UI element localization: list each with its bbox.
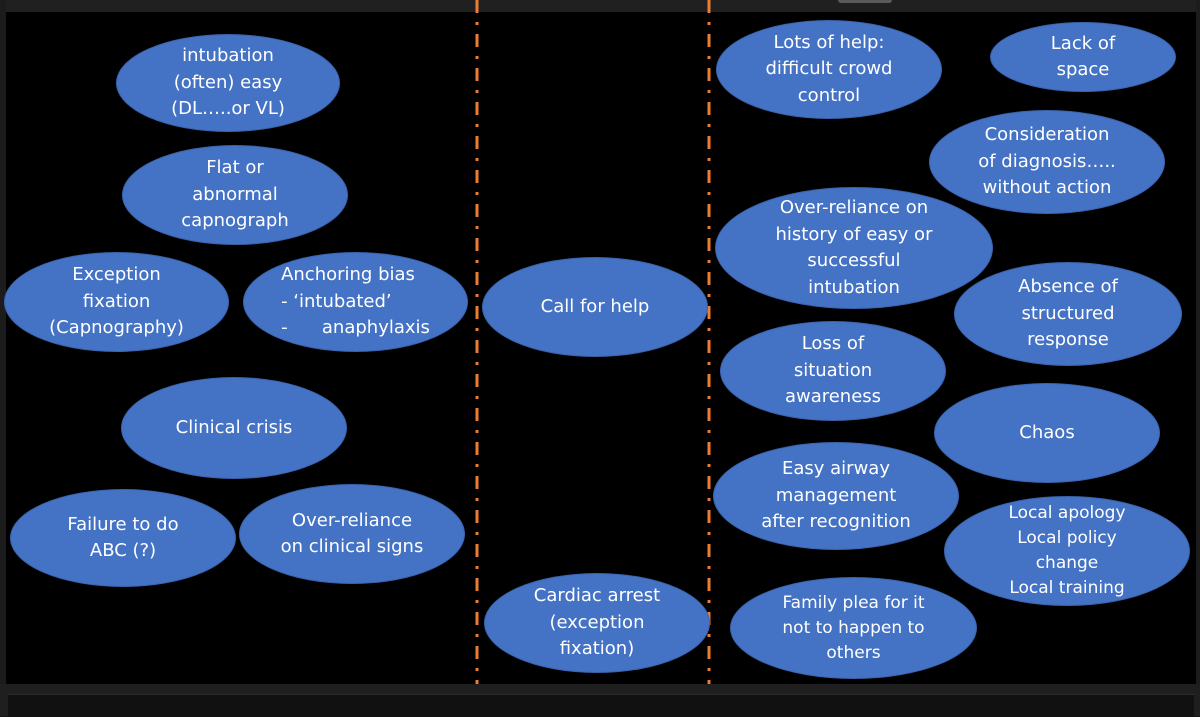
bubble-over-reliance-history: Over-reliance on history of easy or succ… [715,187,993,309]
bubble-label: Loss of situation awareness [784,333,882,408]
bubble-cardiac-arrest: Cardiac arrest (exception fixation) [484,573,710,673]
bubble-consideration-diagnosis: Consideration of diagnosis….. without ac… [929,110,1165,214]
window-left-border [0,0,6,716]
bubble-label: Failure to do ABC (?) [67,513,179,562]
bubble-label: Local apology Local policy change Local … [1008,503,1126,598]
bubble-label: Lack of space [1050,32,1116,81]
bubble-label: Family plea for it not to happen to othe… [782,592,925,663]
window-top-bar [0,0,1200,12]
bubble-clinical-crisis: Clinical crisis [121,377,347,479]
bubble-easy-airway-management: Easy airway management after recognition [713,442,959,550]
bubble-absence-structured-response: Absence of structured response [954,262,1182,366]
bubble-anchoring-bias: Anchoring bias - ‘intubated’ - anaphylax… [243,252,468,352]
bubble-label: Anchoring bias - ‘intubated’ - anaphylax… [281,264,430,339]
bubble-label: Exception fixation (Capnography) [49,264,184,339]
bubble-label: Lots of help: difficult crowd control [765,31,893,106]
bubble-loss-situation-awareness: Loss of situation awareness [720,321,946,421]
bubble-flat-capnograph: Flat or abnormal capnograph [122,145,348,245]
bubble-failure-abc: Failure to do ABC (?) [10,489,236,587]
bubble-over-reliance-clinical-signs: Over-reliance on clinical signs [239,484,465,584]
bubble-local-apology: Local apology Local policy change Local … [944,496,1190,606]
bubble-label: Over-reliance on clinical signs [280,509,424,558]
bubble-chaos: Chaos [934,383,1160,483]
bubble-label: Clinical crisis [175,416,293,438]
bubble-exception-fixation-capnography: Exception fixation (Capnography) [4,252,229,352]
bubble-label: Absence of structured response [1018,276,1118,351]
bubble-intubation-easy: intubation (often) easy (DL…..or VL) [116,34,340,132]
bubble-lots-of-help: Lots of help: difficult crowd control [716,20,942,119]
window-right-border [1196,0,1200,716]
bubble-label: Chaos [1019,421,1075,443]
window-bottom-panel [8,694,1194,717]
bubble-label: Call for help [540,295,650,317]
right-column-divider [706,0,712,684]
bubble-label: intubation (often) easy (DL…..or VL) [171,45,285,120]
bubble-label: Cardiac arrest (exception fixation) [533,585,661,660]
bubble-label: Flat or abnormal capnograph [181,157,289,232]
bubble-label: Over-reliance on history of easy or succ… [775,197,933,298]
window-top-notch [838,0,892,3]
left-column-divider [474,0,480,684]
bubble-lack-of-space: Lack of space [990,22,1176,92]
bubble-family-plea: Family plea for it not to happen to othe… [730,577,977,679]
bubble-label: Consideration of diagnosis….. without ac… [978,124,1116,199]
bubble-label: Easy airway management after recognition [761,458,911,533]
bubble-call-for-help: Call for help [482,257,708,357]
